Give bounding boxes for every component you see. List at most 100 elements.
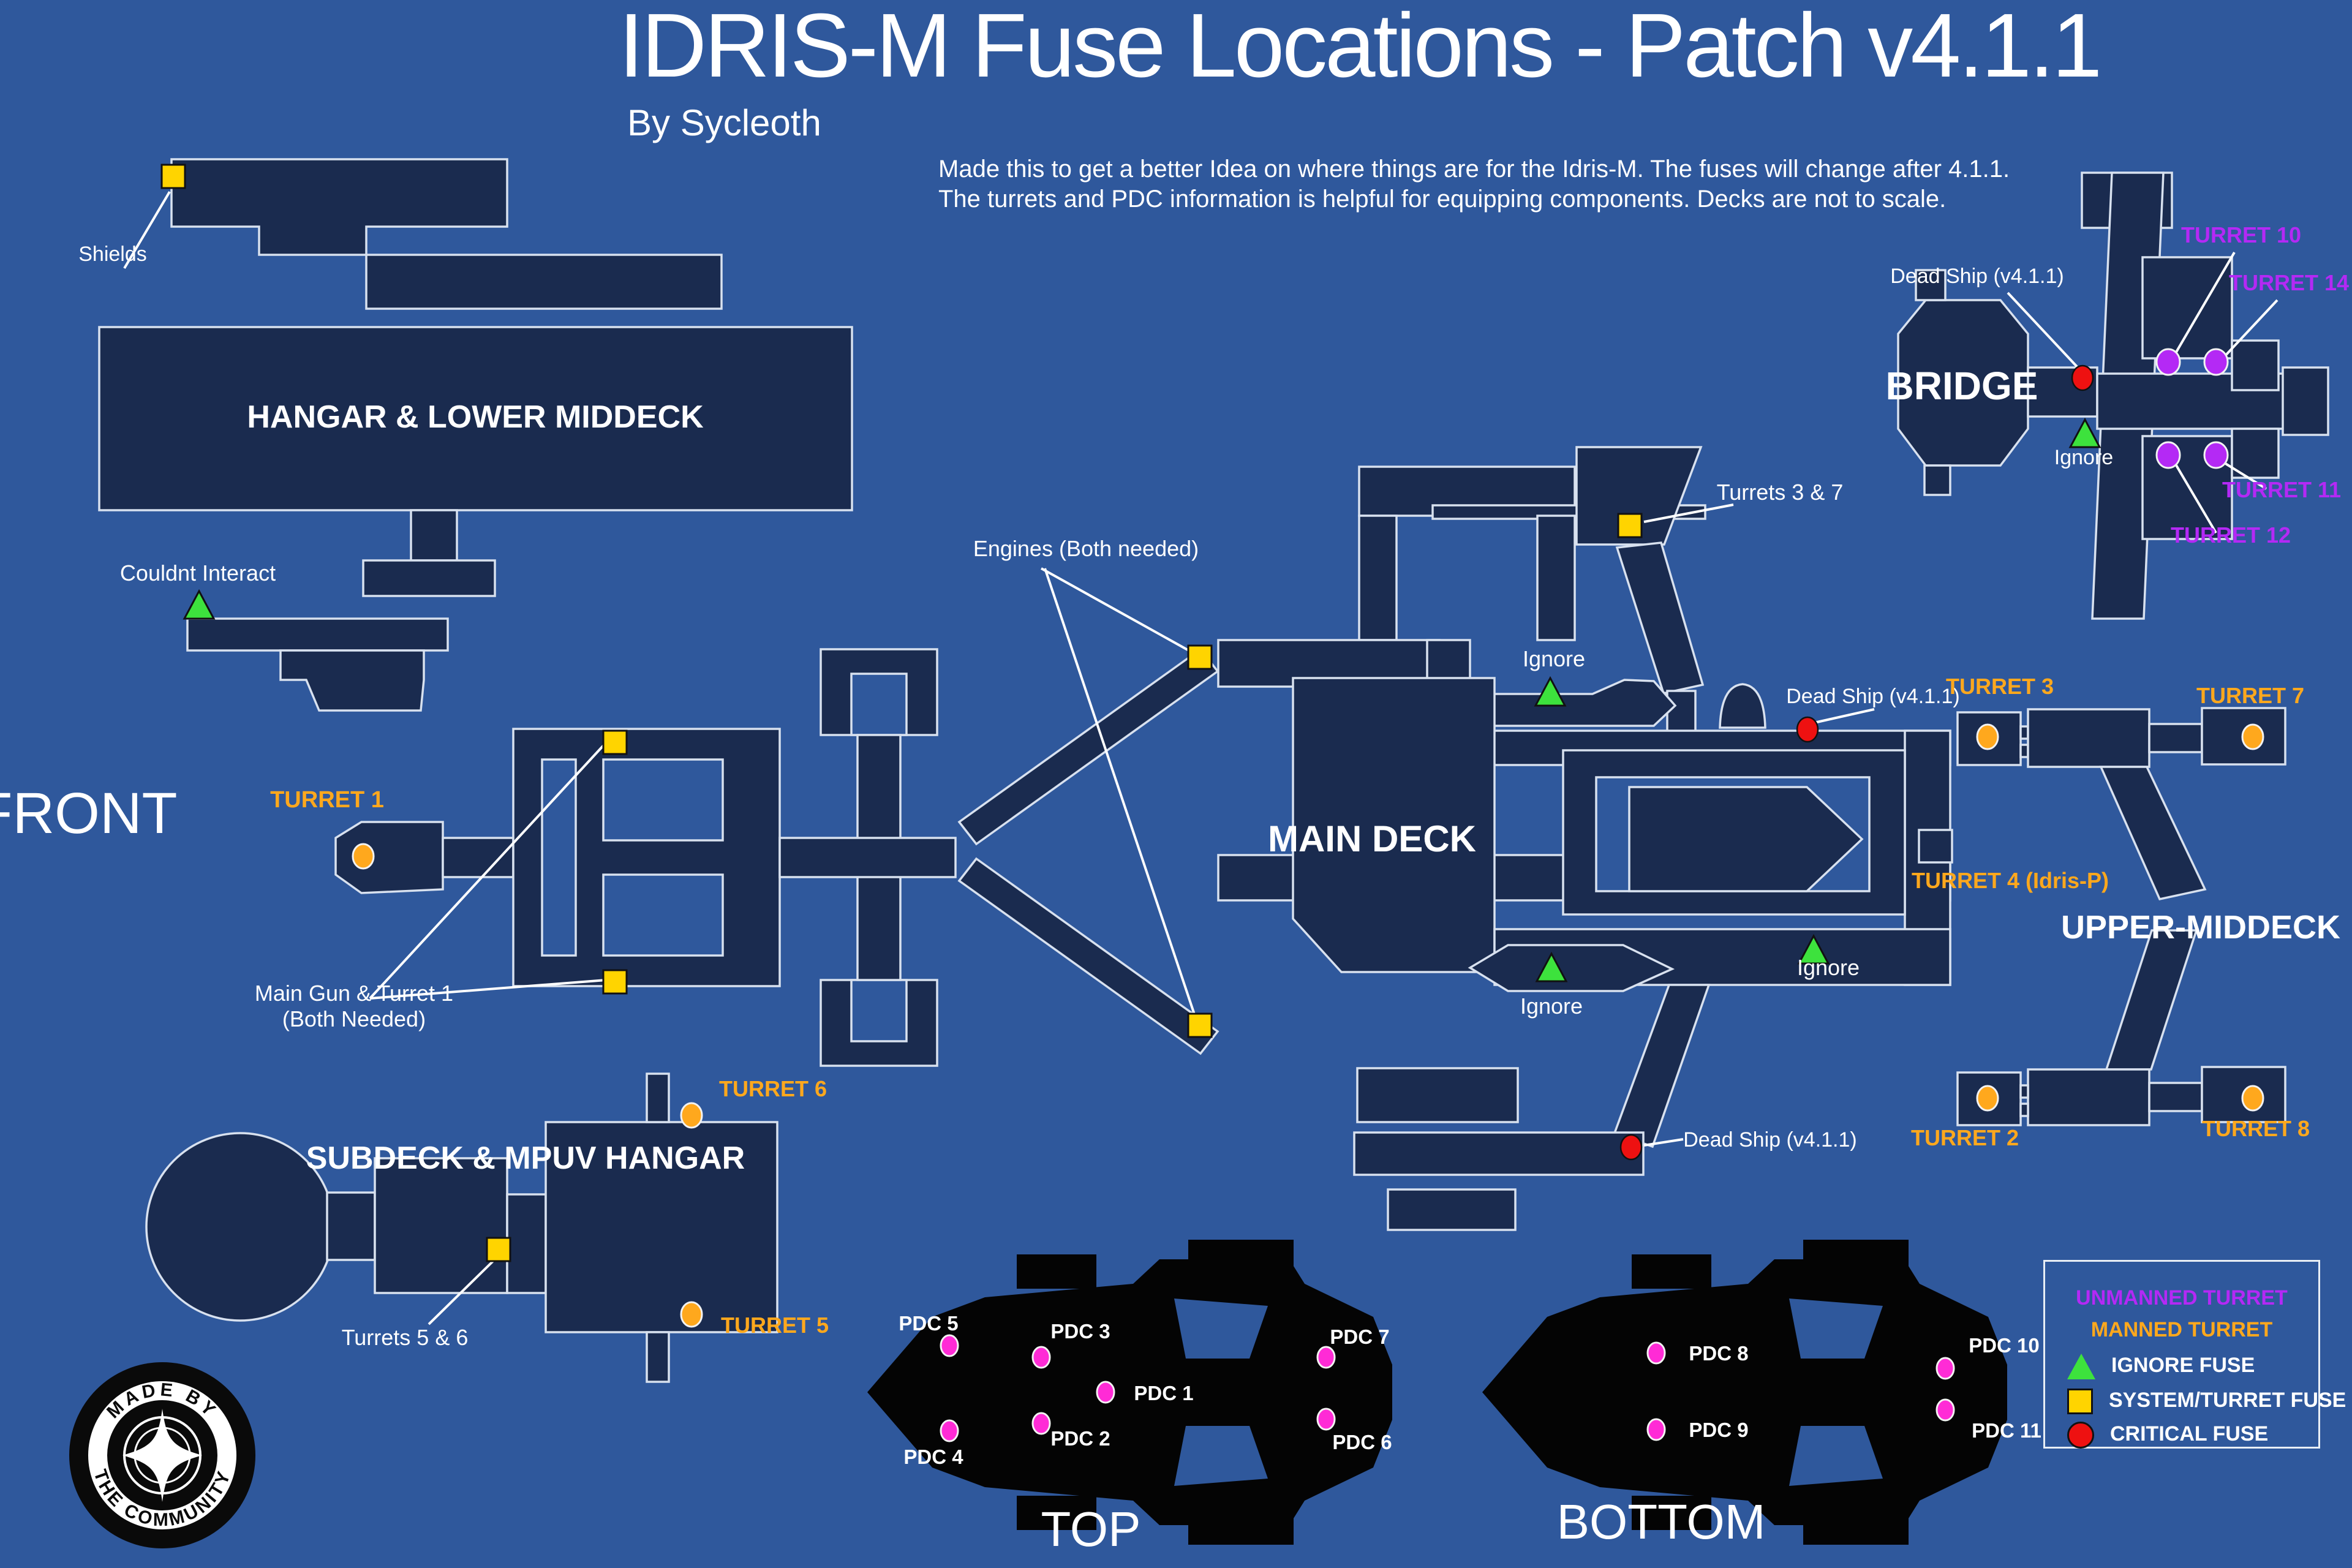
line-turret14 bbox=[2222, 299, 2278, 359]
turret-14-marker bbox=[2203, 348, 2229, 376]
dead-ship-bridge-marker bbox=[2071, 364, 2094, 391]
turret8-label: TURRET 8 bbox=[2202, 1116, 2310, 1141]
engines-label: Engines (Both needed) bbox=[973, 536, 1199, 561]
pdc5-label: PDC 5 bbox=[899, 1312, 958, 1335]
dead-ship-main-marker bbox=[1796, 716, 1819, 743]
turrets-5-6-fuse bbox=[486, 1237, 511, 1262]
subdeck-label: SUBDECK & MPUV HANGAR bbox=[306, 1140, 745, 1176]
turrets56-label: Turrets 5 & 6 bbox=[342, 1325, 469, 1350]
legend: UNMANNED TURRET MANNED TURRET IGNORE FUS… bbox=[2043, 1260, 2346, 1449]
ignore-main-top-marker bbox=[1534, 676, 1567, 707]
legend-unmanned-turret: UNMANNED TURRET bbox=[2076, 1286, 2288, 1310]
turret-2-marker bbox=[1976, 1085, 1999, 1112]
pdc3-label: PDC 3 bbox=[1050, 1320, 1110, 1343]
turret-6-marker bbox=[680, 1102, 703, 1129]
line-turrets56 bbox=[428, 1259, 495, 1325]
bridge-label: BRIDGE bbox=[1886, 364, 2038, 408]
line-turret10 bbox=[2173, 251, 2236, 356]
main-deck-label: MAIN DECK bbox=[1268, 818, 1476, 859]
legend-manned-turret: MANNED TURRET bbox=[2090, 1318, 2273, 1341]
turret-8-marker bbox=[2241, 1085, 2264, 1112]
hangar-label: HANGAR & LOWER MIDDECK bbox=[247, 399, 704, 435]
pdc4-label: PDC 4 bbox=[903, 1446, 963, 1468]
star-icon bbox=[123, 1409, 202, 1502]
pdc-1 bbox=[1096, 1381, 1115, 1404]
page-author: By Sycleoth bbox=[627, 102, 821, 143]
turret-4-idris-p-slot bbox=[1918, 829, 1953, 864]
engines-fuse-top bbox=[1187, 644, 1213, 670]
turret11-label: TURRET 11 bbox=[2222, 477, 2341, 502]
ignore-br-label: Ignore bbox=[1797, 955, 1860, 980]
deadship-bridge-label: Dead Ship (v4.1.1) bbox=[1890, 265, 2064, 288]
pdc10-label: PDC 10 bbox=[1969, 1334, 2040, 1357]
legend-critical-fuse: CRITICAL FUSE bbox=[2110, 1422, 2269, 1446]
turrets37-label: Turrets 3 & 7 bbox=[1717, 480, 1844, 505]
dead-ship-lower-marker bbox=[1619, 1134, 1643, 1161]
line-engines-top bbox=[1041, 567, 1194, 654]
front-label: FRONT bbox=[0, 781, 178, 846]
deadship-main-label: Dead Ship (v4.1.1) bbox=[1786, 685, 1960, 708]
line-deadship-bridge bbox=[2007, 292, 2081, 371]
upper-middeck-label: UPPER-MIDDECK bbox=[2061, 909, 2340, 946]
bottom-view-label: BOTTOM bbox=[1557, 1494, 1766, 1549]
deck-shapes bbox=[98, 158, 2329, 1383]
top-view-label: TOP bbox=[1041, 1502, 1140, 1556]
line-turrets37 bbox=[1643, 503, 1734, 523]
turret7-label: TURRET 7 bbox=[2196, 683, 2304, 708]
turret-7-marker bbox=[2241, 723, 2264, 750]
turret-1-marker bbox=[352, 843, 375, 870]
turret2-label: TURRET 2 bbox=[1911, 1125, 2019, 1150]
ignore-fuse-icon bbox=[2067, 1354, 2095, 1380]
critical-fuse-icon bbox=[2067, 1422, 2094, 1449]
pdc-3 bbox=[1031, 1346, 1051, 1369]
ignore-bl-label: Ignore bbox=[1520, 993, 1583, 1019]
line-turret12 bbox=[2174, 463, 2217, 534]
couldnt-interact-label: Couldnt Interact bbox=[120, 560, 276, 586]
turret14-label: TURRET 14 bbox=[2229, 270, 2349, 295]
pdc2-label: PDC 2 bbox=[1050, 1427, 1110, 1450]
turret-5-marker bbox=[680, 1301, 703, 1328]
turret-11-marker bbox=[2203, 441, 2229, 469]
line-maingun-bottom bbox=[369, 979, 607, 1000]
legend-ignore-fuse: IGNORE FUSE bbox=[2111, 1354, 2255, 1377]
main-gun-fuse-top bbox=[602, 729, 628, 755]
ignore-bridge-marker bbox=[2068, 417, 2101, 448]
pdc-9 bbox=[1646, 1418, 1666, 1441]
pdc8-label: PDC 8 bbox=[1689, 1342, 1748, 1365]
line-engines-bottom bbox=[1044, 568, 1196, 1015]
pdc6-label: PDC 6 bbox=[1332, 1431, 1392, 1453]
pdc7-label: PDC 7 bbox=[1330, 1325, 1389, 1348]
fuse-and-turret-markers bbox=[160, 164, 2264, 1442]
turret-10-marker bbox=[2155, 348, 2181, 376]
ignore-main-bl-marker bbox=[1535, 951, 1568, 982]
turret5-label: TURRET 5 bbox=[721, 1313, 829, 1338]
turret1-label: TURRET 1 bbox=[270, 787, 384, 813]
pdc11-label: PDC 11 bbox=[1972, 1419, 2041, 1442]
turrets-3-7-fuse bbox=[1617, 513, 1643, 538]
shields-label: Shields bbox=[78, 243, 147, 266]
main-gun-fuse-bottom bbox=[602, 969, 628, 995]
pdc9-label: PDC 9 bbox=[1689, 1419, 1748, 1441]
line-maingun-top bbox=[369, 742, 606, 1000]
description-line-2: The turrets and PDC information is helpf… bbox=[938, 185, 1947, 213]
turret12-label: TURRET 12 bbox=[2171, 522, 2291, 548]
line-turret11 bbox=[2223, 462, 2267, 490]
pdc-5 bbox=[940, 1334, 959, 1357]
turret-12-marker bbox=[2155, 441, 2181, 469]
line-deadship-lower bbox=[1643, 1138, 1684, 1147]
turret3-label: TURRET 3 bbox=[1946, 674, 2054, 699]
turret4-label: TURRET 4 (Idris-P) bbox=[1912, 868, 2109, 893]
leader-lines bbox=[123, 190, 2278, 1325]
turret10-label: TURRET 10 bbox=[2181, 222, 2301, 247]
turret-3-marker bbox=[1976, 723, 1999, 750]
pdc-4 bbox=[940, 1419, 959, 1442]
maingun-label-1: Main Gun & Turret 1 bbox=[255, 981, 453, 1006]
page-description: Made this to get a better Idea on where … bbox=[938, 154, 2010, 214]
system-turret-fuse-icon bbox=[2067, 1389, 2093, 1415]
ignore-couldnt-interact bbox=[183, 589, 216, 620]
engines-fuse-bottom bbox=[1187, 1012, 1213, 1038]
pdc-6 bbox=[1316, 1408, 1336, 1431]
deadship-lower-label: Dead Ship (v4.1.1) bbox=[1683, 1128, 1857, 1152]
